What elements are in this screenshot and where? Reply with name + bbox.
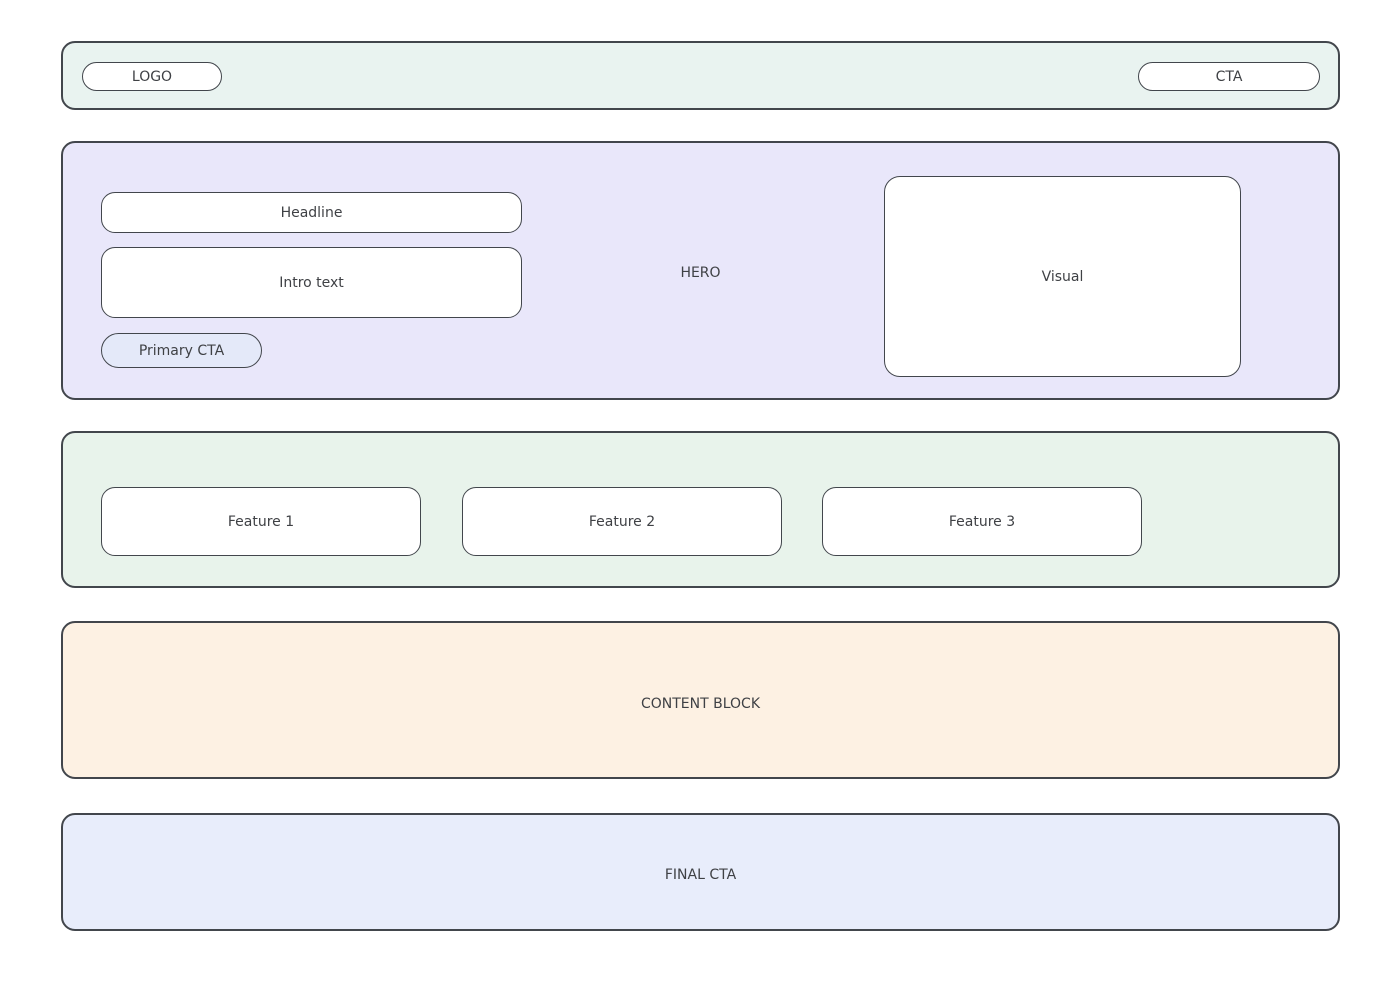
header-cta-label: CTA bbox=[1215, 68, 1243, 85]
final-cta-section: FINAL CTA bbox=[61, 813, 1340, 931]
feature-card-2: Feature 2 bbox=[462, 487, 782, 556]
final-cta-label: FINAL CTA bbox=[664, 867, 737, 883]
feature-card-1: Feature 1 bbox=[101, 487, 421, 556]
headline-box: Headline bbox=[101, 192, 522, 233]
features-section: Feature 1 Feature 2 Feature 3 bbox=[61, 431, 1340, 588]
feature-card-3: Feature 3 bbox=[822, 487, 1142, 556]
header-bar: LOGO CTA bbox=[61, 41, 1340, 110]
primary-cta-button[interactable]: Primary CTA bbox=[101, 333, 262, 368]
feature-1-label: Feature 1 bbox=[227, 513, 295, 530]
hero-visual-placeholder: Visual bbox=[884, 176, 1241, 377]
logo-label: LOGO bbox=[131, 68, 173, 85]
visual-label: Visual bbox=[1041, 268, 1084, 285]
primary-cta-label: Primary CTA bbox=[138, 342, 225, 359]
intro-text-label: Intro text bbox=[279, 274, 344, 291]
content-block-section: CONTENT BLOCK bbox=[61, 621, 1340, 779]
content-block-label: CONTENT BLOCK bbox=[640, 696, 761, 712]
feature-2-label: Feature 2 bbox=[588, 513, 656, 530]
logo-pill[interactable]: LOGO bbox=[82, 62, 222, 91]
intro-text-box: Intro text bbox=[101, 247, 522, 318]
hero-section: Headline Intro text Primary CTA HERO Vis… bbox=[61, 141, 1340, 400]
hero-section-label: HERO bbox=[680, 265, 721, 281]
header-cta-button[interactable]: CTA bbox=[1138, 62, 1320, 91]
headline-label: Headline bbox=[280, 204, 343, 221]
feature-3-label: Feature 3 bbox=[948, 513, 1016, 530]
